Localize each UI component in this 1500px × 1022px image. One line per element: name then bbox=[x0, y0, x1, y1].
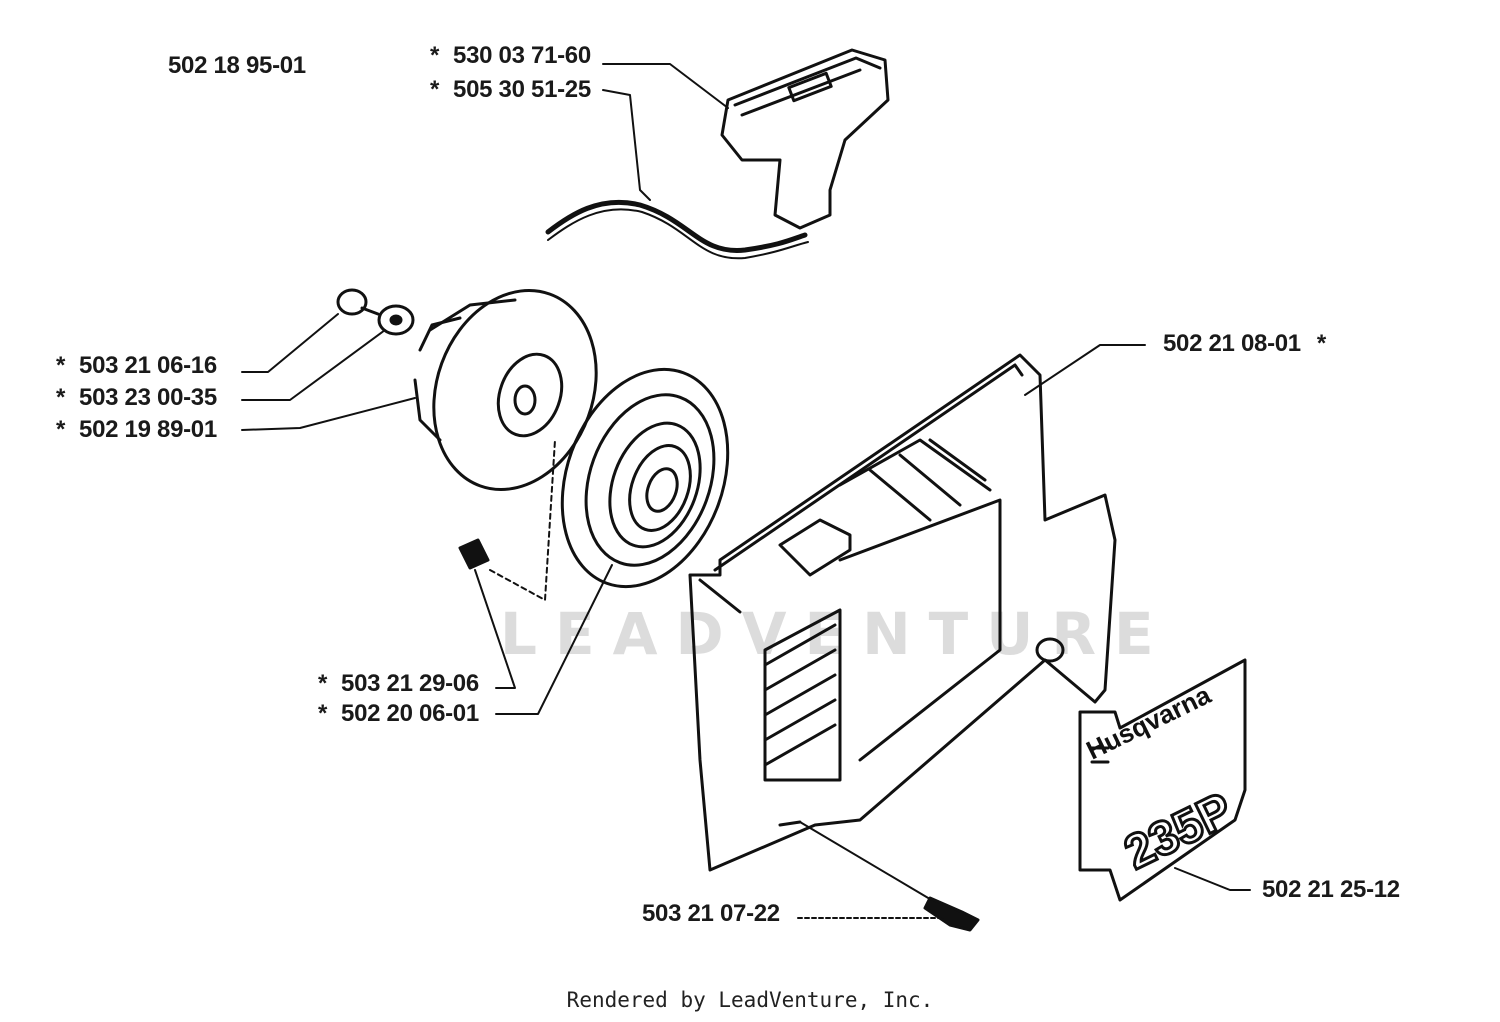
starter-pulley bbox=[413, 289, 598, 491]
decal-plate bbox=[1078, 658, 1247, 902]
decal-model: 235P bbox=[1117, 783, 1241, 880]
screw-and-washer bbox=[336, 288, 415, 336]
assembly-number: 502 18 95-01 bbox=[168, 52, 306, 79]
part-label-503-21-07-22[interactable]: 503 21 07-22 bbox=[642, 900, 780, 927]
part-label-502-19-89-01[interactable]: *502 19 89-01 bbox=[56, 416, 217, 443]
recoil-spring bbox=[560, 367, 730, 589]
watermark: LEADVENTURE bbox=[500, 600, 1172, 668]
part-label-503-21-29-06[interactable]: *503 21 29-06 bbox=[318, 670, 479, 697]
leader-lines bbox=[241, 63, 1251, 919]
starter-housing bbox=[688, 353, 1117, 872]
part-label-502-21-25-12[interactable]: 502 21 25-12 bbox=[1262, 876, 1400, 903]
starter-handle bbox=[720, 48, 890, 230]
starter-rope bbox=[545, 199, 808, 253]
footer-credit: Rendered by LeadVenture, Inc. bbox=[566, 988, 934, 1012]
part-label-503-23-00-35[interactable]: *503 23 00-35 bbox=[56, 384, 217, 411]
part-label-530-03-71-60[interactable]: *530 03 71-60 bbox=[430, 42, 591, 69]
part-label-502-20-06-01[interactable]: *502 20 06-01 bbox=[318, 700, 479, 727]
small-screw bbox=[458, 538, 490, 570]
cover-screw bbox=[923, 896, 980, 932]
part-label-505-30-51-25[interactable]: *505 30 51-25 bbox=[430, 76, 591, 103]
part-label-503-21-06-16[interactable]: *503 21 06-16 bbox=[56, 352, 217, 379]
part-label-502-21-08-01[interactable]: 502 21 08-01* bbox=[1163, 330, 1326, 357]
